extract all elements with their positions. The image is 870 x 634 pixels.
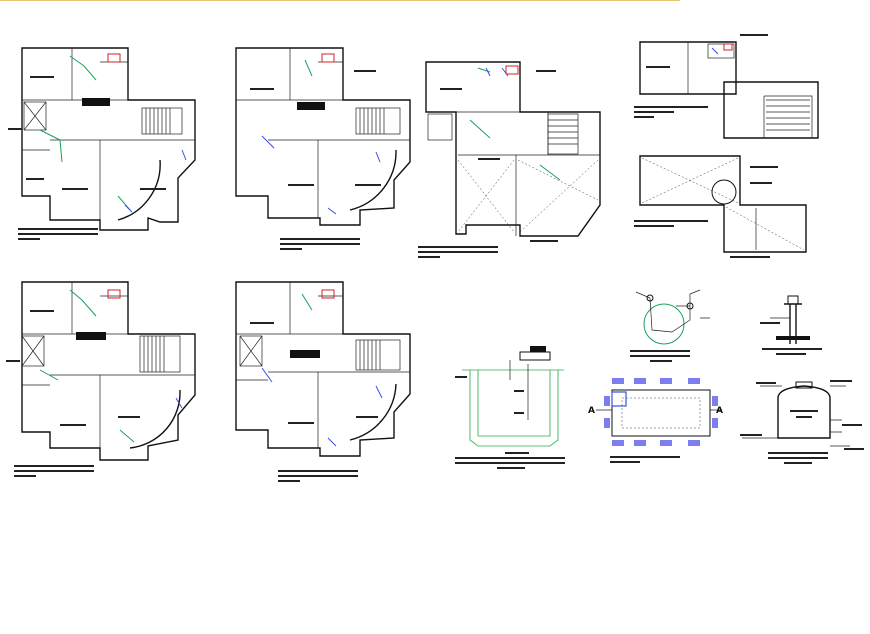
floor-plan-1	[8, 47, 196, 240]
section-tag-right: A	[716, 406, 723, 416]
floor-plan-3-roof	[418, 61, 601, 258]
section-tag-left: A	[588, 406, 595, 416]
tank-section-detail	[455, 346, 565, 469]
floor-plan-4-lower	[634, 155, 807, 258]
floor-plan-5	[6, 281, 196, 477]
floor-plan-2	[235, 47, 411, 250]
vent-pipe-detail	[760, 295, 822, 355]
floor-plan-4-upper	[634, 34, 819, 139]
floor-plan-6	[235, 281, 411, 482]
tank-plan-detail: A A	[588, 378, 723, 463]
elevated-tank-elevation	[740, 380, 864, 464]
pipe-connection-detail	[630, 289, 710, 362]
